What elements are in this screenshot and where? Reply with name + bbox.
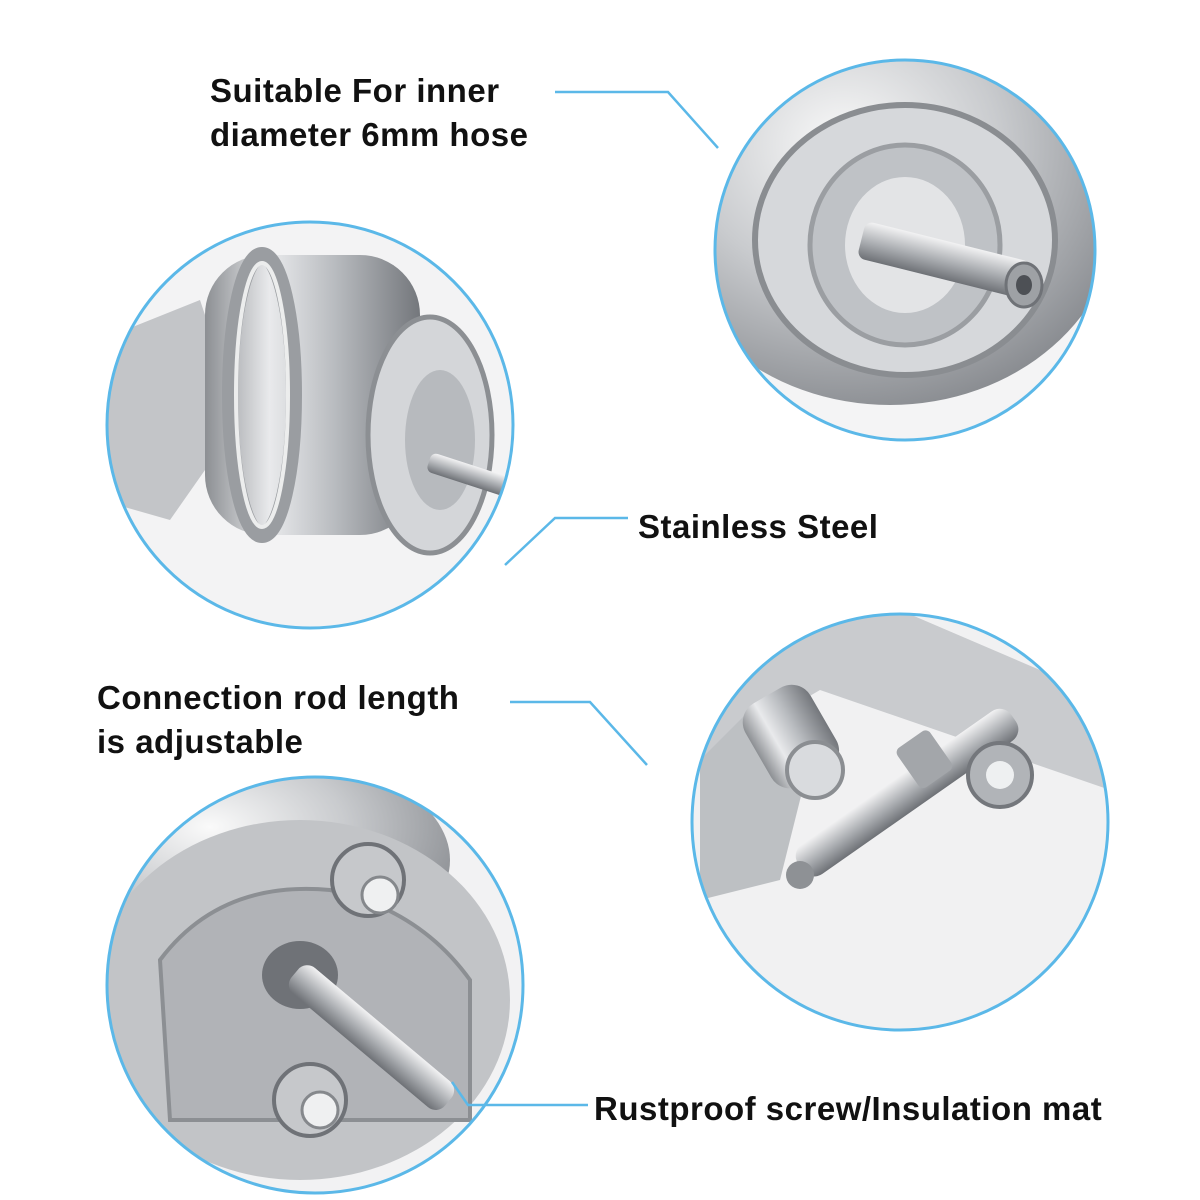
ring-canister bbox=[105, 220, 515, 630]
ring-hose bbox=[713, 58, 1097, 442]
leader-rod bbox=[510, 700, 648, 766]
callout-stainless-steel: Stainless Steel bbox=[638, 508, 879, 545]
hose-nipple-photo bbox=[715, 60, 1095, 440]
ring-bracket bbox=[105, 775, 525, 1195]
callout-rod-adjustable: Connection rod length is adjustable bbox=[97, 679, 460, 760]
callout-hose-diameter: Suitable For inner diameter 6mm hose bbox=[210, 72, 529, 153]
linkage-rod-photo bbox=[692, 614, 1108, 1030]
ring-linkage bbox=[690, 612, 1110, 1032]
leader-hose bbox=[555, 90, 719, 149]
leader-material bbox=[504, 516, 628, 566]
mounting-bracket-photo bbox=[107, 777, 523, 1193]
callout-rustproof-screw: Rustproof screw/Insulation mat bbox=[594, 1090, 1103, 1127]
leader-screw bbox=[450, 1081, 588, 1107]
actuator-canister-photo bbox=[107, 222, 513, 628]
